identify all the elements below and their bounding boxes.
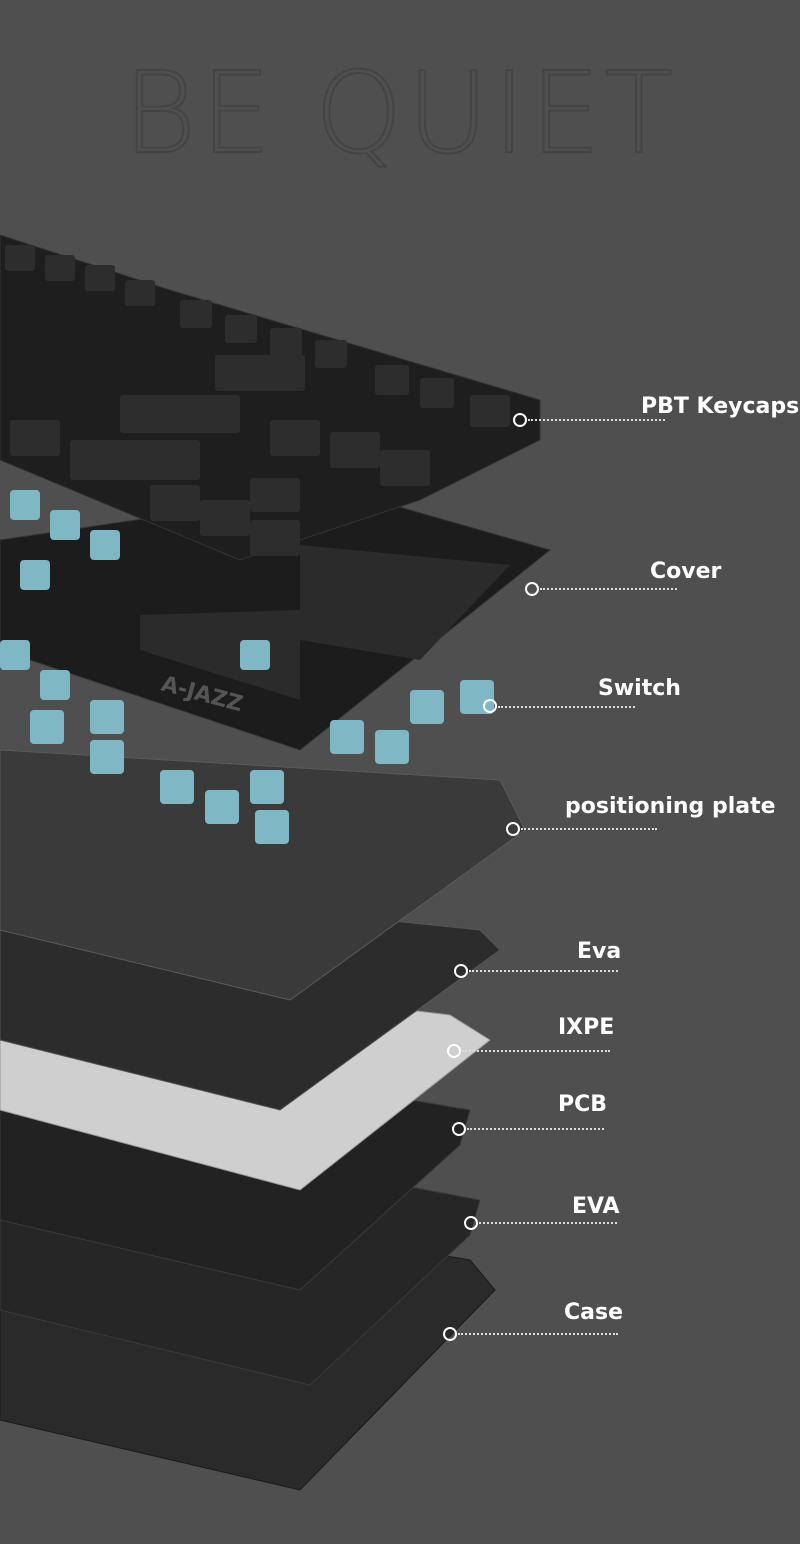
layer-label: IXPE bbox=[558, 1015, 615, 1040]
callout-line bbox=[479, 1222, 617, 1224]
callout-marker-icon bbox=[525, 582, 539, 596]
cover-cutout bbox=[140, 610, 300, 700]
layer-label: Switch bbox=[598, 676, 681, 701]
cover-cutout bbox=[300, 545, 510, 660]
layer-label: Eva bbox=[577, 939, 622, 964]
callout-line bbox=[540, 588, 677, 590]
callout-line bbox=[528, 419, 665, 421]
callout-marker-icon bbox=[447, 1044, 461, 1058]
callout-marker-icon bbox=[506, 822, 520, 836]
callout-line bbox=[458, 1333, 618, 1335]
callout-line bbox=[467, 1128, 604, 1130]
callout-marker-icon bbox=[483, 699, 497, 713]
callout-line bbox=[462, 1050, 610, 1052]
callout-marker-icon bbox=[464, 1216, 478, 1230]
callout-marker-icon bbox=[454, 964, 468, 978]
switches bbox=[0, 490, 494, 844]
callout-marker-icon bbox=[452, 1122, 466, 1136]
page-title: BE QUIET bbox=[122, 49, 678, 179]
callout-marker-icon bbox=[513, 413, 527, 427]
callout-line bbox=[469, 970, 618, 972]
keycap-rows bbox=[5, 245, 510, 556]
layer-label: Case bbox=[564, 1300, 624, 1325]
layer-label: PBT Keycaps bbox=[641, 394, 800, 419]
callout-marker-icon bbox=[443, 1327, 457, 1341]
layer-label: EVA bbox=[572, 1194, 620, 1219]
callout-line bbox=[498, 706, 635, 708]
positioning-plate-layer bbox=[0, 749, 526, 1001]
callout-line bbox=[521, 828, 657, 830]
layer-label: positioning plate bbox=[565, 794, 776, 819]
layer-label: PCB bbox=[558, 1092, 608, 1117]
layer-label: Cover bbox=[650, 559, 722, 584]
